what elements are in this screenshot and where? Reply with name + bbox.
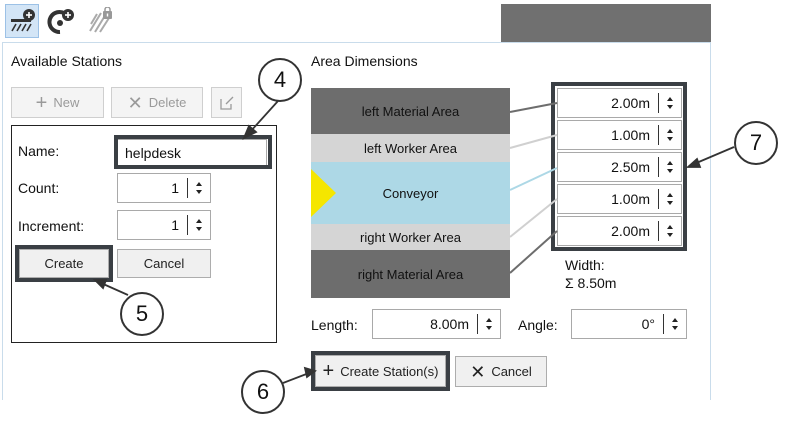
increment-stepper[interactable]: 1 (117, 210, 211, 240)
angle-stepper[interactable]: 0° (571, 309, 687, 339)
length-label: Length: (311, 317, 358, 333)
add-station-icon[interactable] (5, 4, 39, 38)
create-button-highlight (15, 245, 113, 282)
cancel-button-label: Cancel (143, 256, 185, 271)
conveyor-band: Conveyor (311, 162, 510, 224)
new-button[interactable]: + New (11, 87, 104, 118)
area-dimensions-title: Area Dimensions (311, 53, 418, 69)
delete-button-label: Delete (148, 95, 187, 110)
band-label: right Worker Area (360, 229, 461, 245)
preview-area (501, 4, 711, 44)
create-stations-label: Create Station(s) (340, 363, 439, 379)
dialog-cancel-button[interactable]: ✕ Cancel (455, 356, 547, 387)
add-circle-station-icon[interactable] (44, 4, 78, 38)
close-icon: ✕ (470, 361, 486, 382)
arrow-down-icon[interactable] (196, 190, 202, 194)
arrow-up-icon[interactable] (667, 129, 673, 133)
width-value: 2.00m (611, 223, 650, 239)
angle-value: 0° (641, 316, 655, 332)
arrow-up-icon[interactable] (486, 318, 492, 322)
callout-4: 4 (258, 58, 302, 102)
plus-icon: + (322, 360, 335, 382)
band-label: left Worker Area (364, 140, 457, 156)
create-stations-highlight (311, 351, 450, 391)
length-value: 8.00m (430, 316, 469, 332)
width-total: Σ 8.50m (565, 275, 617, 291)
arrow-down-icon[interactable] (196, 227, 202, 231)
callout-5: 5 (120, 292, 164, 336)
arrow-down-icon[interactable] (667, 201, 673, 205)
left-worker-width-stepper[interactable]: 1.00m (557, 120, 682, 150)
length-stepper[interactable]: 8.00m (372, 309, 501, 339)
arrow-up-icon[interactable] (667, 161, 673, 165)
band-label: Conveyor (382, 185, 439, 201)
arrow-up-icon[interactable] (667, 193, 673, 197)
right-worker-area-band: right Worker Area (311, 224, 510, 250)
left-worker-area-band: left Worker Area (311, 134, 510, 162)
band-label: left Material Area (361, 103, 460, 119)
count-label: Count: (18, 180, 60, 196)
count-stepper[interactable]: 1 (117, 173, 211, 203)
edit-button[interactable] (211, 87, 242, 118)
arrow-up-icon[interactable] (672, 318, 678, 322)
name-label: Name: (18, 143, 60, 159)
callout-6: 6 (241, 370, 285, 414)
arrow-down-icon[interactable] (667, 169, 673, 173)
width-label: Width: (565, 257, 605, 273)
plus-icon: + (35, 91, 48, 114)
name-input-value: helpdesk (125, 144, 182, 161)
arrow-down-icon[interactable] (486, 326, 492, 330)
create-button-label: Create (44, 256, 84, 271)
angle-label: Angle: (518, 317, 558, 333)
new-button-label: New (53, 95, 80, 110)
conveyor-direction-icon (311, 169, 336, 217)
name-input-highlight (114, 135, 272, 169)
band-label: right Material Area (357, 266, 464, 282)
callout-7: 7 (734, 121, 778, 165)
increment-value: 1 (171, 217, 179, 233)
close-icon: ✕ (127, 92, 143, 113)
width-value: 2.50m (611, 159, 650, 175)
count-value: 1 (171, 180, 179, 196)
create-button[interactable]: Create (19, 249, 109, 278)
width-value: 1.00m (611, 127, 650, 143)
edit-icon (219, 96, 233, 110)
locked-area-icon[interactable] (84, 4, 118, 38)
conveyor-width-stepper[interactable]: 2.50m (557, 152, 682, 182)
arrow-down-icon[interactable] (667, 137, 673, 141)
width-value: 1.00m (611, 191, 650, 207)
left-material-area-band: left Material Area (311, 88, 510, 134)
delete-button[interactable]: ✕ Delete (111, 87, 203, 118)
width-steppers-highlight (551, 82, 687, 251)
arrow-up-icon[interactable] (196, 182, 202, 186)
right-material-area-band: right Material Area (311, 250, 510, 298)
arrow-down-icon[interactable] (672, 326, 678, 330)
dialog-cancel-label: Cancel (491, 364, 532, 379)
arrow-down-icon[interactable] (667, 233, 673, 237)
arrow-up-icon[interactable] (667, 97, 673, 101)
arrow-down-icon[interactable] (667, 105, 673, 109)
available-stations-title: Available Stations (11, 53, 123, 69)
increment-label: Increment: (18, 218, 85, 234)
left-material-width-stepper[interactable]: 2.00m (557, 88, 682, 118)
right-worker-width-stepper[interactable]: 1.00m (557, 184, 682, 214)
cancel-button[interactable]: Cancel (117, 249, 211, 278)
width-value: 2.00m (611, 95, 650, 111)
right-material-width-stepper[interactable]: 2.00m (557, 216, 682, 246)
station-form (11, 125, 277, 343)
create-stations-button[interactable]: + Create Station(s) (315, 355, 446, 387)
arrow-up-icon[interactable] (667, 225, 673, 229)
arrow-up-icon[interactable] (196, 219, 202, 223)
